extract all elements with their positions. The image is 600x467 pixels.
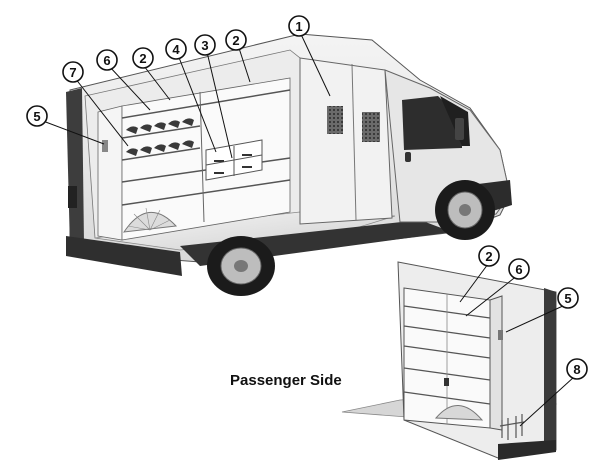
rear-wheel: [207, 236, 275, 296]
bulkhead-vent-left: [327, 106, 343, 134]
callout-6b: 6: [515, 262, 522, 277]
inset-lock-latch: [444, 378, 449, 386]
cargo-van: [66, 34, 512, 296]
callout-2b: 2: [139, 51, 146, 66]
callout-2c: 2: [485, 249, 492, 264]
rear-tail-light: [68, 186, 77, 208]
inset-rear-post: [544, 288, 556, 452]
callout-4: 4: [172, 42, 180, 57]
callout-6a: 6: [103, 53, 110, 68]
callout-5b: 5: [564, 291, 571, 306]
door-handle: [405, 152, 411, 162]
shelving-end-panel: [98, 106, 122, 240]
callout-2a: 2: [232, 33, 239, 48]
front-wheel: [435, 180, 495, 240]
passenger-side-caption: Passenger Side: [230, 372, 342, 389]
rear-door-pillar: [66, 88, 84, 248]
bulkhead-vent-right: [362, 112, 380, 142]
inset-shelving-unit: [404, 288, 503, 430]
side-mirror: [455, 118, 464, 140]
passenger-side-view: [342, 262, 556, 460]
callout-3: 3: [201, 38, 208, 53]
callout-5a: 5: [33, 109, 40, 124]
callout-7: 7: [69, 65, 76, 80]
callout-1: 1: [295, 19, 302, 34]
callout-8: 8: [573, 362, 580, 377]
